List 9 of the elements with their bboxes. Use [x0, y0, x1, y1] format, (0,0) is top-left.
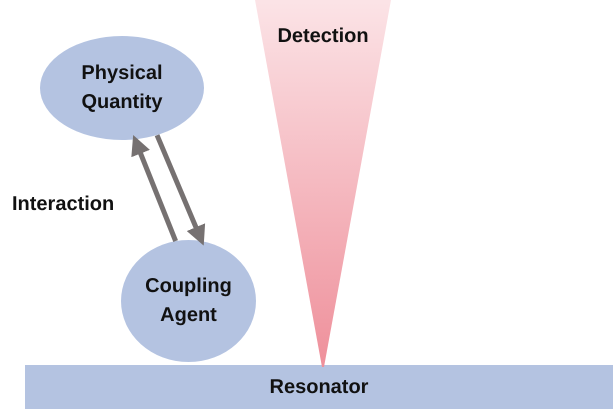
annotation-label: Interaction	[12, 193, 114, 216]
node-label: Coupling Agent	[144, 274, 233, 328]
detection-cone	[255, 0, 391, 367]
arrow	[154, 134, 206, 246]
node-label: Physical Quantity	[80, 61, 164, 115]
arrow	[131, 134, 178, 242]
node-label: Resonator	[270, 374, 368, 400]
node-label: Detection	[277, 24, 369, 49]
resonator-bar	[25, 365, 613, 409]
